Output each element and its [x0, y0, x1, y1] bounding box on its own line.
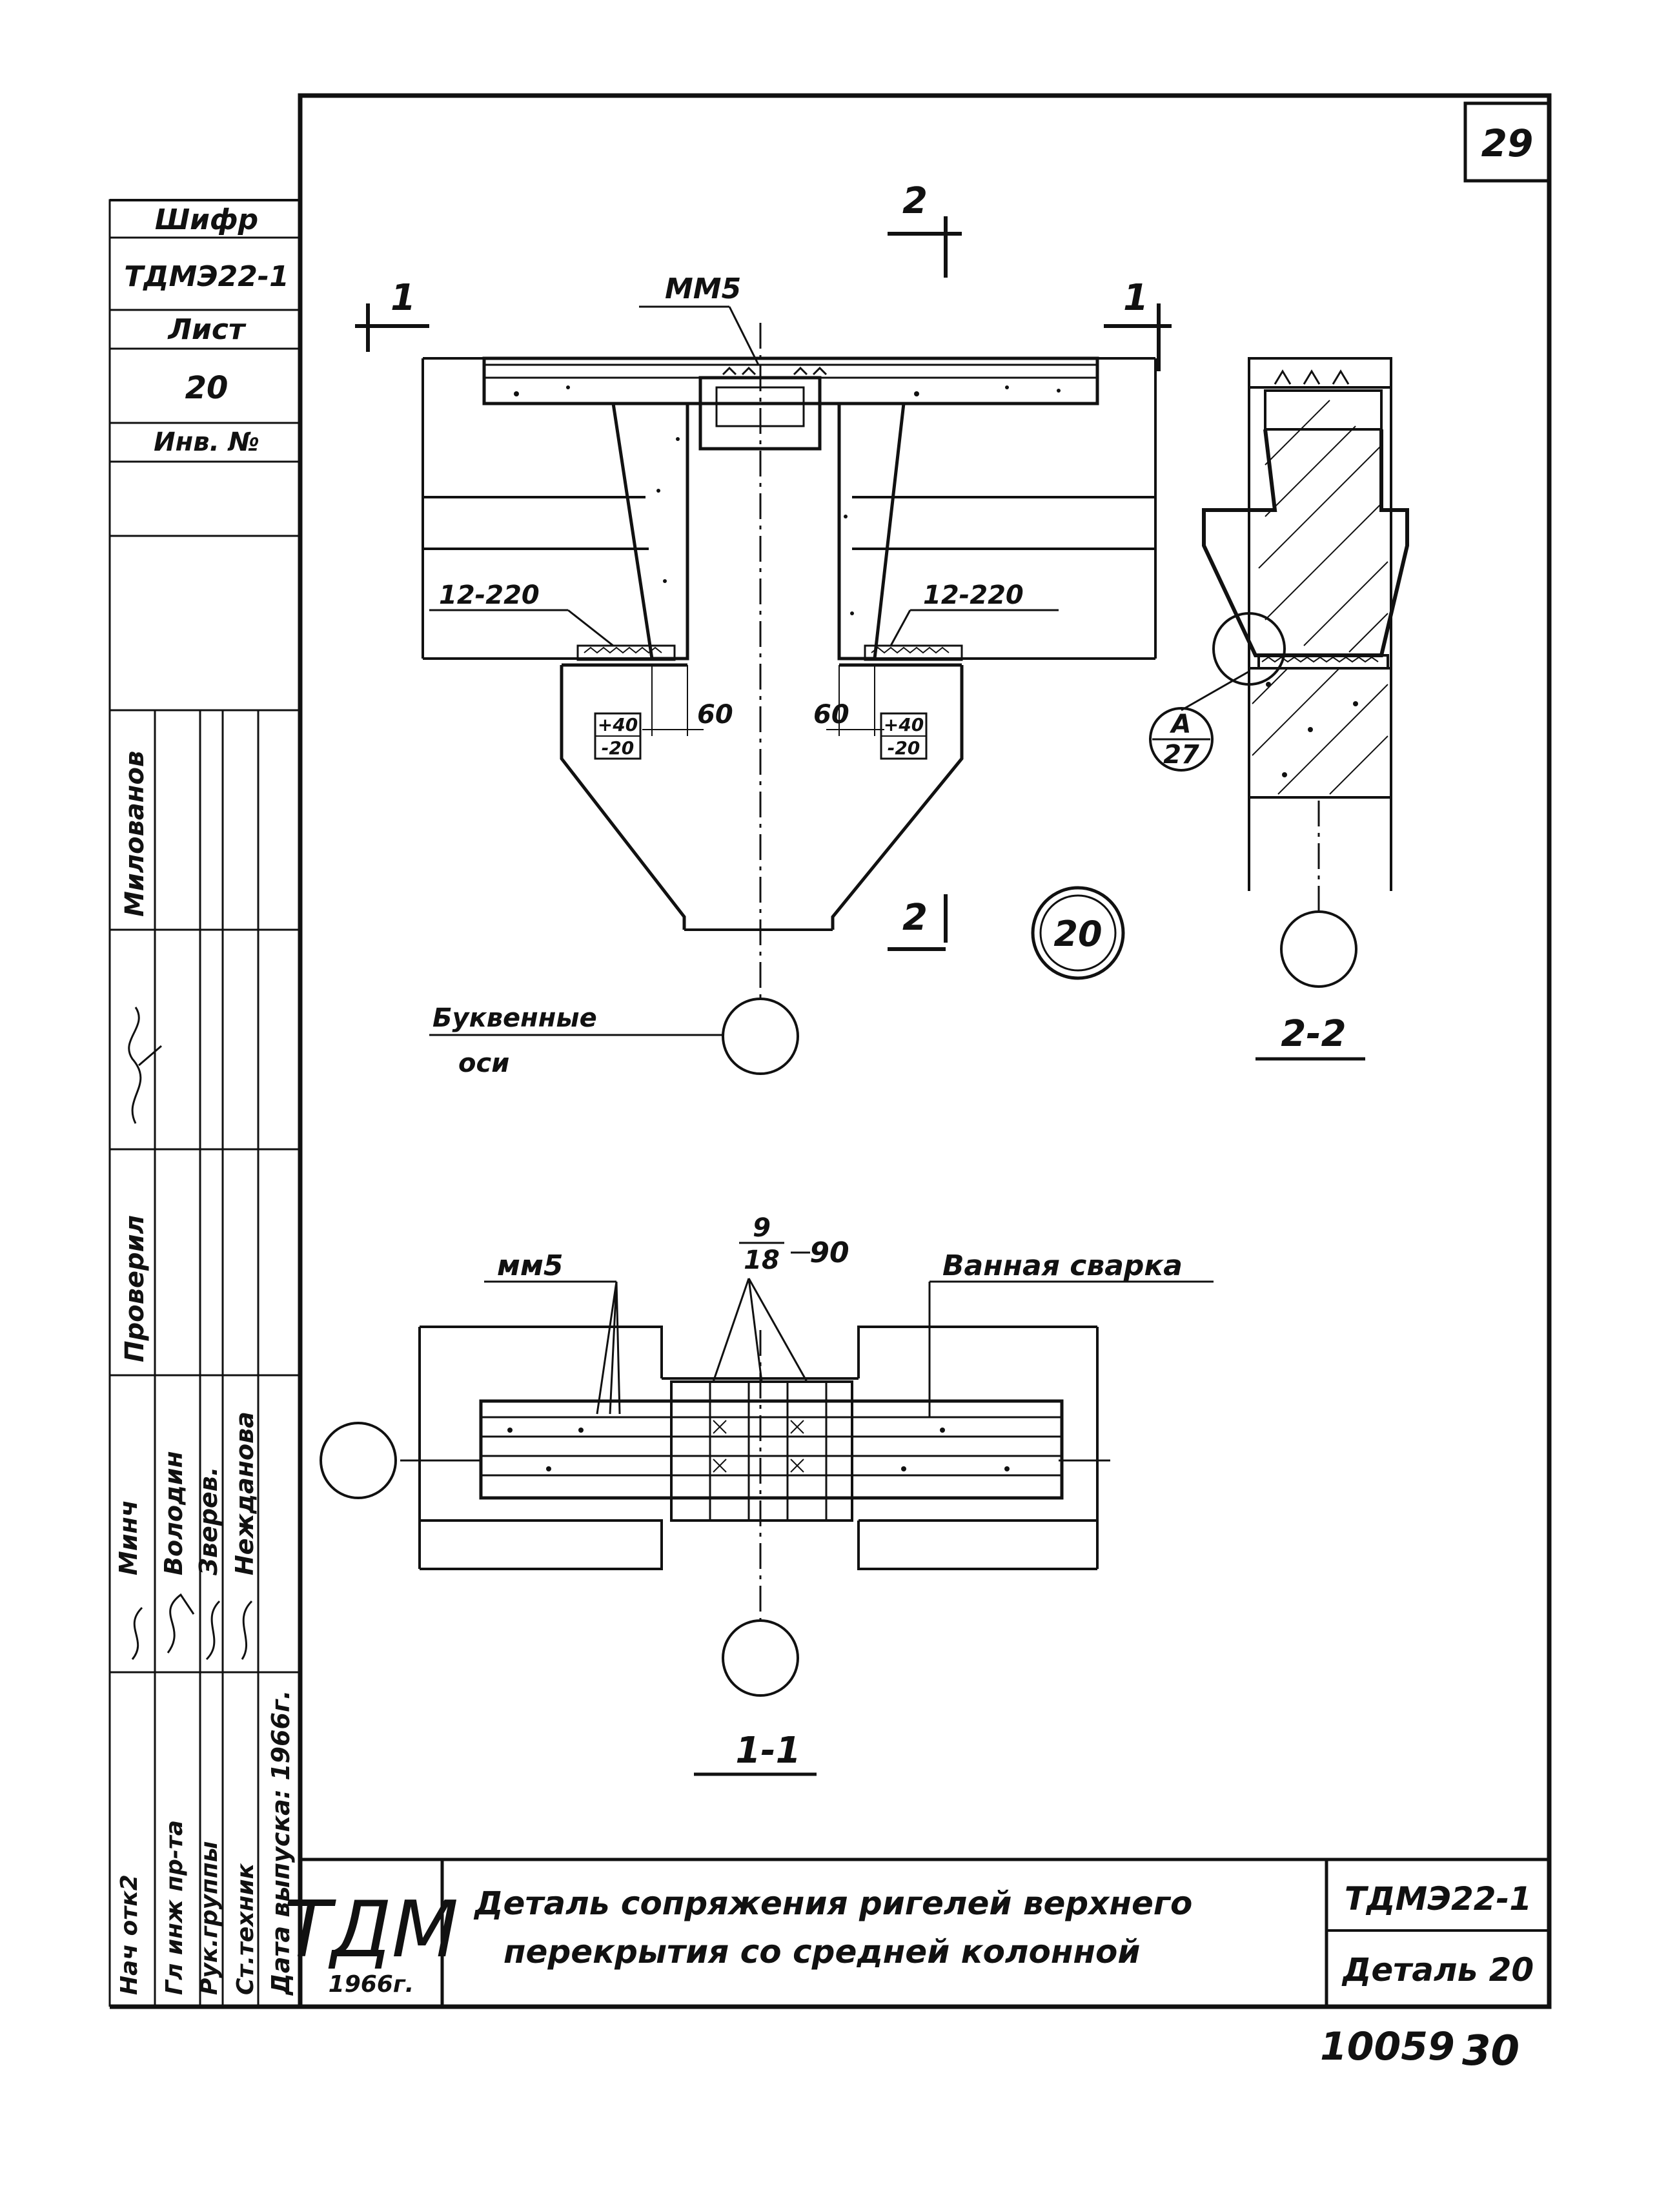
section-mark-1-right: 1 [1104, 277, 1172, 371]
rebar-crosses [713, 1420, 804, 1473]
axis-label-line1: Буквенные [432, 1003, 597, 1033]
svg-text:+40: +40 [884, 714, 924, 735]
section-mark-2-bottom: 2 [888, 894, 948, 951]
role-nach-otk: Нач отк2 [116, 1874, 143, 1995]
title-line1: Деталь сопряжения ригелей верхнего [473, 1885, 1192, 1922]
svg-text:27: 27 [1163, 740, 1199, 770]
title-year: 1966г. [329, 1971, 414, 1998]
name-minch: Минч [114, 1500, 143, 1575]
tolerance-left: +40 -20 [594, 712, 642, 760]
list-label: Лист [167, 313, 247, 346]
axis-bubble-section11-left [320, 1422, 397, 1499]
top-weld-marks [722, 366, 828, 376]
name-nezhdanova: Нежданова [230, 1411, 259, 1575]
sheet-number-box: 29 [1463, 101, 1551, 183]
svg-text:-20: -20 [602, 737, 635, 759]
section-11-label: 1-1 [735, 1730, 800, 1772]
role-ruk-gruppy: Рук.группы [196, 1841, 223, 1995]
title-detail: Деталь 20 [1341, 1951, 1534, 1989]
inv-label: Инв. № [154, 427, 259, 457]
signature-scribble-1 [128, 1007, 162, 1124]
sheet-number: 29 [1481, 121, 1534, 165]
section-1-1: мм5 9 18 90 Ванная сварка 1-1 [320, 1213, 1214, 1776]
svg-text:А: А [1170, 710, 1192, 739]
signature-scribble-2 [131, 1593, 253, 1661]
title-line2: перекрытия со средней колонной [503, 1933, 1140, 1971]
svg-text:1: 1 [391, 277, 416, 319]
dim-60-left: 60 [697, 700, 733, 730]
shifr-value: ТДМЭ22-1 [124, 260, 289, 293]
weld-right-label: 12-220 [923, 580, 1024, 610]
svg-text:9: 9 [753, 1213, 771, 1243]
svg-text:2: 2 [902, 180, 928, 222]
fraction-callout: 9 18 90 [712, 1213, 849, 1382]
mm5-section-label: мм5 [497, 1249, 564, 1282]
footer-page: 30 [1462, 2027, 1519, 2075]
axis-bubble-section11-bottom [722, 1619, 799, 1697]
detail-a-callout-circle [1212, 612, 1286, 686]
mm5-top-label: ММ5 [665, 272, 741, 305]
checked-label: Проверил [120, 1215, 150, 1362]
axis-bubble-section22 [1280, 910, 1357, 988]
svg-text:+40: +40 [598, 714, 638, 735]
svg-text:20: 20 [1053, 914, 1102, 954]
name-volodin: Володин [159, 1451, 188, 1575]
author-name: Милованов [120, 751, 150, 917]
svg-text:2: 2 [902, 897, 928, 939]
title-logo: ТДМ [284, 1885, 459, 1975]
detail-number-badge: 20 [1031, 886, 1125, 980]
role-st-tehnik: Ст.техник [232, 1862, 259, 1995]
section-mark-2-top: 2 [888, 180, 962, 278]
title-block: ТДМ 1966г. Деталь сопряжения ригелей вер… [284, 1858, 1549, 2007]
section-22-label: 2-2 [1281, 1013, 1346, 1055]
axis-label-line2: оси [458, 1049, 509, 1078]
svg-text:90: 90 [809, 1236, 849, 1269]
title-code: ТДМЭ22-1 [1345, 1880, 1532, 1918]
role-gl-inzh: Гл инж пр-та [161, 1820, 188, 1995]
shifr-label: Шифр [155, 203, 258, 236]
svg-text:1: 1 [1123, 277, 1148, 319]
weld-left-label: 12-220 [439, 580, 540, 610]
release-date: Дата выпуска: 1966г. [267, 1690, 295, 1996]
side-stamp: Шифр ТДМЭ22-1 Лист 20 Инв. № Милованов П… [108, 199, 301, 2008]
footer-number: 10059 [1320, 2024, 1455, 2069]
svg-text:18: 18 [744, 1245, 780, 1275]
section-mark-1-left: 1 [355, 277, 429, 352]
detail-ref-a27: А 27 [1149, 707, 1214, 772]
svg-text:-20: -20 [888, 737, 920, 759]
dim-60-right: 60 [813, 700, 849, 730]
section-2-2: А 27 2-2 [1149, 357, 1409, 1061]
axis-bubble-front [722, 998, 799, 1075]
list-value: 20 [185, 370, 229, 406]
front-view: 1 1 2 2 [355, 180, 1172, 1078]
tolerance-right: +40 -20 [880, 712, 928, 760]
bath-welding-label: Ванная сварка [942, 1249, 1183, 1282]
concrete-texture [514, 385, 1061, 615]
name-zverev: Зверев. [194, 1467, 223, 1576]
